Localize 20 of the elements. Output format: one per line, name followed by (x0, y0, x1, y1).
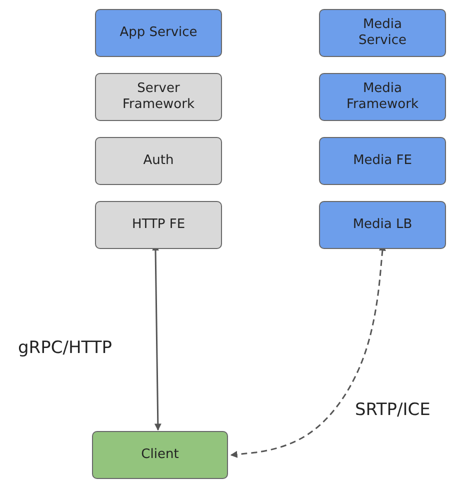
box-label: Media Service (357, 17, 408, 49)
edge-label: SRTP/ICE (355, 400, 430, 420)
box-label: Media FE (352, 153, 413, 169)
box-label: HTTP FE (130, 217, 186, 233)
service-box (95, 9, 222, 57)
service-box (95, 137, 222, 185)
service-box (319, 137, 446, 185)
box-label: Media LB (352, 217, 414, 233)
box-label: Server Framework (122, 81, 196, 113)
box-label: Media Framework (346, 81, 420, 113)
service-box (319, 201, 446, 249)
box-label: Auth (142, 153, 175, 169)
service-box (319, 9, 446, 57)
edge-label: gRPC/HTTP (18, 338, 112, 358)
service-box (92, 431, 228, 479)
service-box (95, 73, 222, 121)
service-box (95, 201, 222, 249)
box-label: App Service (118, 25, 198, 41)
box-label: Client (140, 447, 180, 463)
service-box (319, 73, 446, 121)
